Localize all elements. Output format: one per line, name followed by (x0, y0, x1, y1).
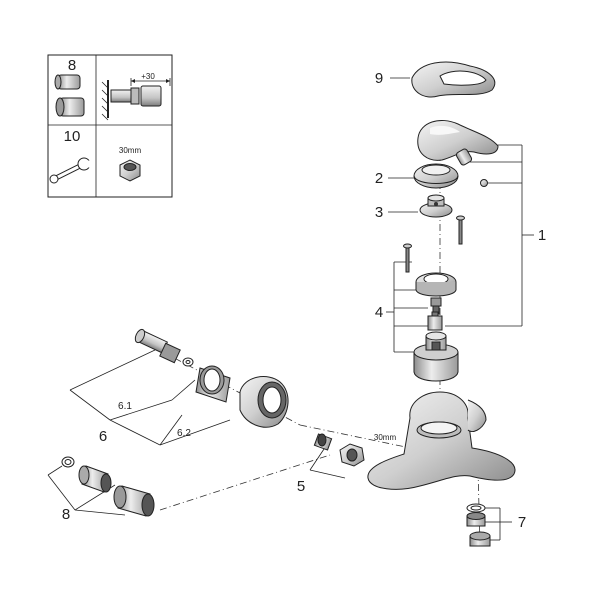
fixing-screws-part (403, 215, 465, 273)
callout-6-2: 6.2 (177, 428, 191, 439)
callout-1: 1 (538, 227, 546, 244)
inset-label-10: 10 (64, 128, 81, 145)
s-union-part (134, 328, 194, 367)
inset-label-8: 8 (68, 57, 76, 74)
cartridge-part (413, 331, 459, 382)
lever-adapter-part (419, 194, 453, 218)
lever-handle-part (411, 61, 496, 98)
wrench-icon (49, 157, 91, 184)
callout-4: 4 (375, 304, 383, 321)
callout-2: 2 (375, 170, 383, 187)
rosette-part (239, 376, 289, 428)
spindle-small-parts (427, 297, 443, 331)
escutcheon-sleeve-part (195, 365, 231, 403)
callout-6-1: 6.1 (118, 401, 132, 412)
callout-9: 9 (375, 70, 383, 87)
inset-wrench-size: 30mm (119, 146, 142, 155)
mixer-body-part (367, 391, 516, 490)
connection-nut-part (313, 433, 365, 467)
inset-sleeve-icon (54, 74, 85, 117)
cover-cap-part (413, 163, 459, 189)
callout-3: 3 (375, 204, 383, 221)
lever-body-part (417, 120, 499, 187)
hex-nut-icon (119, 159, 141, 182)
inset-panel: 8 10 +30 (47, 54, 173, 198)
inset-extension-icon (101, 78, 171, 121)
callout-8: 8 (62, 506, 70, 523)
callout-7: 7 (518, 514, 526, 531)
inset-dimension-plus30: +30 (141, 72, 155, 81)
extension-set-parts (61, 456, 155, 517)
callout-6: 6 (99, 428, 107, 445)
nut-size-label: 30mm (374, 433, 397, 442)
callout-labels: 9 1 2 3 4 5 6 6.1 6.2 7 8 30mm (62, 70, 546, 531)
aerator-parts (466, 503, 491, 547)
cartridge-nut-part (415, 272, 457, 297)
callout-5: 5 (297, 478, 305, 495)
